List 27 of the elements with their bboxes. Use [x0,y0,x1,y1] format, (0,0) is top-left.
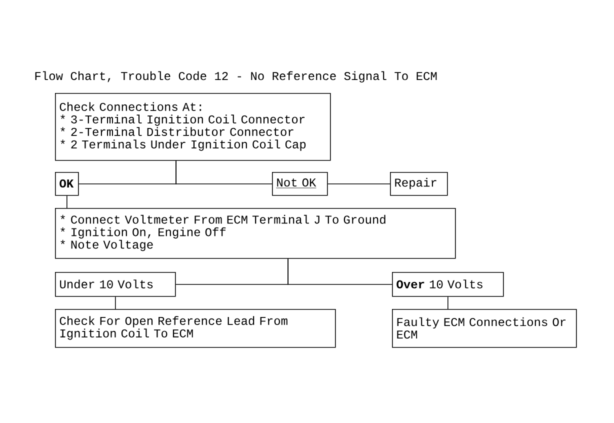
connector-line [115,296,116,310]
step-box [55,309,336,348]
step-box [392,309,577,348]
step-box [55,93,331,161]
box-text: Check For Open Reference Lead From Ignition Coil To ECM [60,316,288,340]
box-text: Over 10 Volts [396,280,482,288]
box-text: Faulty ECM Connections Or ECM [397,317,566,339]
box-text: * Connect Voltmeter From ECM Terminal J To Ground * Ignition On, Engine Off * Note Voltage [60,214,386,252]
connector-line [176,160,272,184]
node-label: * 2 Terminals Under Ignition Coil Cap [60,140,306,151]
connector-line [66,195,68,208]
step-box [55,172,79,196]
title: Flow Chart, Trouble Code 12 - No Reference Signal To ECM [35,71,437,82]
box-text: Repair [395,178,436,190]
step-box [390,172,448,196]
step-box [392,272,504,297]
step-box [55,272,176,297]
box-text: Under 10 Volts [60,280,153,288]
node-label: * 2-Terminal Distributor Connector [60,127,294,136]
step-box [272,172,328,196]
box-text: Not OK [276,178,316,188]
box-text: OK [60,179,74,188]
node-label: * 3-Terminal Ignition Coil Connector [60,114,305,126]
connector-line [288,258,392,285]
node-label: Check Connections At: [60,102,202,111]
box-text: Check Connections At: * 3-Terminal Ignition Coil Connector * 2-Terminal Distributor Connector * 2 Terminals Under Ignition Coil Cap [60,102,306,151]
step-box [55,208,456,259]
